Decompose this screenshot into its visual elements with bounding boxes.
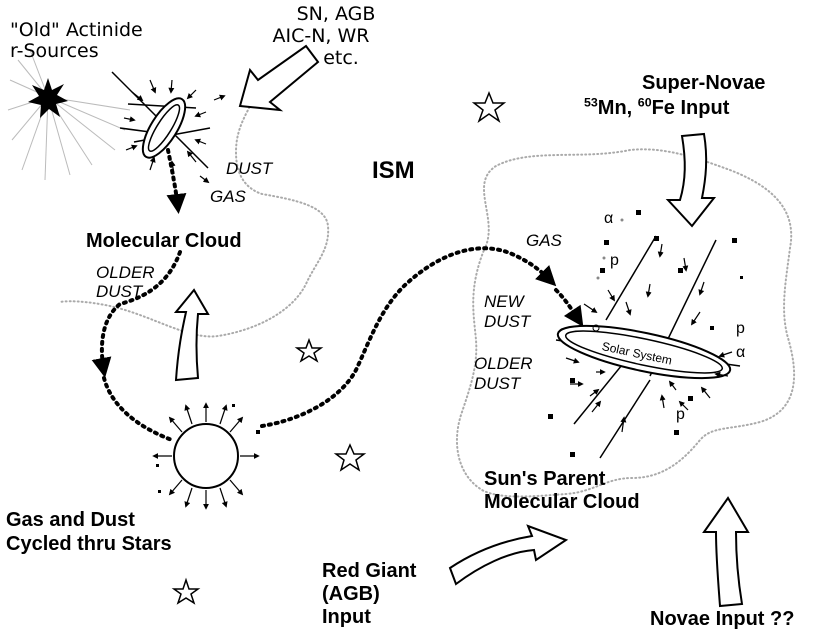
dotted-flow-down-1 xyxy=(166,148,187,214)
red-giant-input-arrow xyxy=(448,524,569,586)
older-dust-left-line1: OLDER xyxy=(96,263,155,282)
solar-system-ring xyxy=(556,324,732,380)
gas-label-right: GAS xyxy=(526,231,562,250)
old-actinide-label: "Old" Actinide r-Sources xyxy=(10,20,143,62)
background-stars xyxy=(171,90,507,605)
sn-agb-line1: SN, AGB xyxy=(296,3,376,25)
proton-label: p xyxy=(736,320,745,337)
star-icon xyxy=(471,90,507,123)
dotted-flow-cycle xyxy=(102,376,174,442)
star-icon xyxy=(333,443,367,472)
ism-cloud-outline xyxy=(59,81,330,338)
ism-label: ISM xyxy=(372,157,415,184)
dotted-flow-to-parent xyxy=(260,246,557,428)
young-cloud-ring xyxy=(141,97,187,159)
red-giant-line2: (AGB) xyxy=(322,583,380,605)
proton-label: p xyxy=(610,252,619,269)
stellar-cycle xyxy=(152,402,265,510)
parent-cloud-outline xyxy=(455,148,796,498)
older-dust-right-line1: OLDER xyxy=(474,354,533,373)
star-icon xyxy=(171,577,201,605)
new-dust-label: NEW DUST xyxy=(484,292,530,331)
solar-system-arrows xyxy=(565,243,733,433)
red-giant-label: Red Giant (AGB) Input xyxy=(322,560,416,629)
isotope-input-word: Input xyxy=(680,97,730,119)
alpha-particle-label: α xyxy=(736,344,746,361)
isotope-input-label: 53Mn, 60Fe Input xyxy=(584,95,730,119)
sn-agb-line2: AIC-N, WR xyxy=(272,24,370,47)
red-giant-line3: Input xyxy=(322,606,371,628)
actinide-source-starburst xyxy=(7,49,131,181)
parent-cloud-line2: Molecular Cloud xyxy=(484,491,640,513)
older-dust-left-label: OLDER DUST xyxy=(96,263,155,301)
old-actinide-line2: r-Sources xyxy=(10,39,99,62)
dotted-flow-into-system xyxy=(554,288,584,327)
gas-and-dust-line1: Gas and Dust xyxy=(6,509,135,531)
mn-mass-number: 53 xyxy=(584,95,598,110)
dust-label-top: DUST xyxy=(226,159,273,178)
older-dust-right-line2: DUST xyxy=(474,373,521,393)
fe-mass-number: 60 xyxy=(637,95,652,110)
sn-agb-line3: etc. xyxy=(323,46,359,69)
sn-agb-label: SN, AGB AIC-N, WR etc. xyxy=(256,3,386,70)
novae-input-arrow xyxy=(702,496,750,608)
gas-and-dust-label: Gas and Dust Cycled thru Stars xyxy=(6,508,172,556)
upward-hollow-arrow xyxy=(173,288,210,382)
old-actinide-line1: "Old" Actinide xyxy=(10,19,143,41)
super-novae-label: Super-Novae xyxy=(642,72,766,94)
novae-input-label: Novae Input ?? xyxy=(650,608,795,630)
gas-label-top: GAS xyxy=(210,187,246,206)
red-giant-line1: Red Giant xyxy=(322,560,417,582)
molecular-cloud-label: Molecular Cloud xyxy=(86,230,242,252)
mn-symbol: Mn, xyxy=(597,97,633,119)
fe-symbol: Fe xyxy=(651,97,675,119)
new-dust-line1: NEW xyxy=(484,292,524,311)
dotted-flow-down-2 xyxy=(91,250,182,378)
new-dust-line2: DUST xyxy=(484,311,531,331)
proton-label: p xyxy=(676,406,685,423)
older-dust-right-label: OLDER DUST xyxy=(474,354,533,393)
dust-grains xyxy=(548,210,743,457)
sn-agb-input-arrow xyxy=(238,44,320,112)
star-icon xyxy=(294,337,324,363)
older-dust-left-line2: DUST xyxy=(96,281,143,301)
gas-and-dust-line2: Cycled thru Stars xyxy=(6,533,172,555)
parent-cloud-label: Sun's Parent Molecular Cloud xyxy=(484,468,640,514)
parent-cloud-line1: Sun's Parent xyxy=(484,468,606,490)
super-novae-input-arrow xyxy=(665,132,717,228)
alpha-particle-label: α xyxy=(604,210,614,227)
actinide-star-icon xyxy=(28,78,68,118)
